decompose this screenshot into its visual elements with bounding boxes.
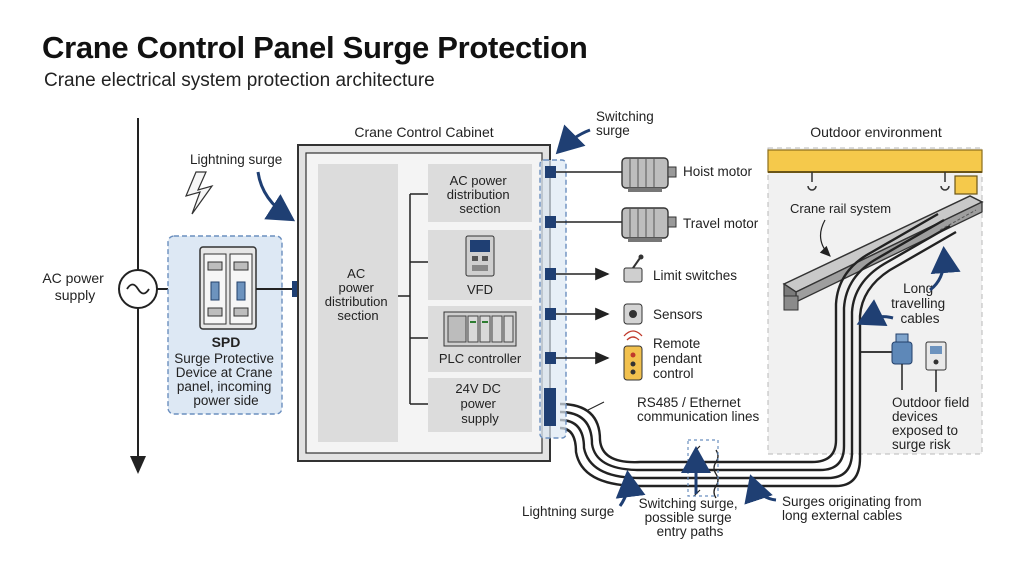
- page-title: Crane Control Panel Surge Protection: [42, 30, 588, 65]
- sensors-label: Sensors: [653, 307, 703, 322]
- lightning-top-label: Lightning surge: [190, 152, 282, 167]
- outgoing-spd-zone: [539, 159, 567, 439]
- switching-top: Switching surge: [555, 109, 658, 155]
- travel-motor-icon: [621, 207, 677, 242]
- travel-motor-label: Travel motor: [683, 216, 759, 231]
- rail-label: Crane rail system: [790, 201, 891, 216]
- ac-power-label: AC power supply: [42, 270, 107, 303]
- lightning-bolt-icon: [184, 171, 214, 215]
- outdoor-environment: Outdoor environment Crane rail system: [559, 124, 984, 488]
- hoist-motor-icon: [621, 157, 677, 192]
- dc-supply-label: 24V DC power supply: [455, 381, 504, 426]
- dc-supply-section: [428, 378, 532, 432]
- limit-switch-icon: [623, 254, 644, 283]
- ac-distribution-label: AC power distribution section: [447, 173, 514, 216]
- plc-icon: [443, 311, 517, 347]
- field-device-icon: [860, 333, 947, 392]
- vfd-icon: [465, 235, 495, 277]
- devices-area: Hoist motor Travel motor Limit switches …: [556, 157, 760, 424]
- pendant-icon: [623, 330, 643, 381]
- plc-label: PLC controller: [439, 351, 522, 366]
- vfd-label: VFD: [467, 282, 493, 297]
- bottom-annotations: Lightning surge Switching surge, possibl…: [522, 446, 925, 539]
- hoist-motor-label: Hoist motor: [683, 164, 753, 179]
- switching-top-label: Switching surge: [596, 109, 658, 138]
- limit-switches-label: Limit switches: [653, 268, 737, 283]
- field-devices-label: Outdoor field devices exposed to surge r…: [892, 395, 973, 452]
- spd-zone: SPD Surge Protective Device at Crane pan…: [167, 235, 306, 415]
- cabinet-title: Crane Control Cabinet: [354, 124, 493, 140]
- lightning-bottom-label: Lightning surge: [522, 504, 614, 519]
- spd-description: Surge Protective Device at Crane panel, …: [174, 351, 278, 408]
- cables-label: Long travelling cables: [891, 281, 949, 326]
- spd-module-icon: [199, 246, 257, 330]
- sensor-icon: [623, 303, 643, 325]
- comm-lines-label: RS485 / Ethernet communication lines: [637, 395, 760, 424]
- control-cabinet: Crane Control Cabinet AC power distribut…: [297, 124, 551, 462]
- lightning-top: Lightning surge: [184, 152, 296, 222]
- pendant-label: Remote pendant control: [653, 336, 706, 381]
- ac-distribution-section: [428, 164, 532, 222]
- spd-title: SPD: [212, 334, 241, 350]
- switching-bottom-label: Switching surge, possible surge entry pa…: [639, 496, 742, 539]
- outdoor-title: Outdoor environment: [810, 124, 942, 140]
- main-distribution-section: [318, 164, 398, 442]
- crane-beam: [767, 149, 983, 173]
- page-subtitle: Crane electrical system protection archi…: [44, 70, 435, 91]
- ac-power-supply: AC power supply: [42, 118, 198, 474]
- external-surge-label: Surges originating from long external ca…: [782, 494, 925, 523]
- main-distribution-label: AC power distribution section: [325, 266, 392, 323]
